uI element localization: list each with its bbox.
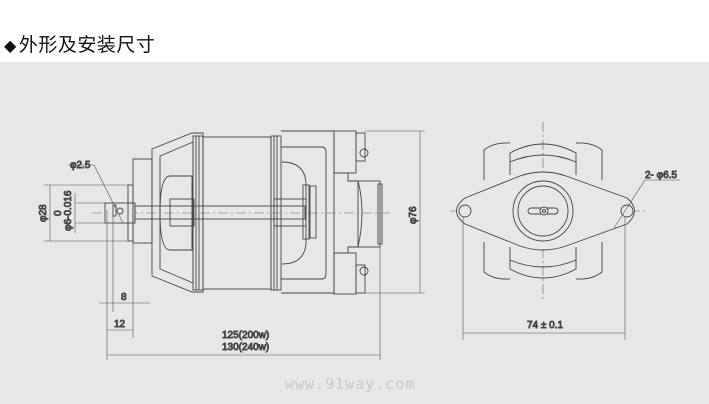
motor-end-view [450, 122, 645, 300]
side-dimensions [44, 130, 425, 360]
dim-hole-label: φ2.5 [70, 160, 91, 171]
dim-body-dia-label: φ76 [408, 206, 419, 224]
dim-length-200w: 125(200w) [222, 330, 269, 341]
section-title-text: 外形及安装尺寸 [18, 34, 156, 56]
dim-flange-dia-label: φ28 [38, 204, 49, 222]
dim-shaft-tol-label: 0 [53, 210, 64, 216]
section-title: ◆外形及安装尺寸 [4, 30, 155, 57]
watermark: www.91way.com [285, 375, 416, 393]
end-dimensions [462, 179, 680, 340]
motor-side-view [92, 130, 392, 295]
dim-length-240w: 130(240w) [222, 342, 269, 353]
dim-holes-label: 2- φ6.5 [645, 170, 677, 181]
dim-8-label: 8 [121, 292, 127, 303]
dim-hole-spacing-label: 74 ± 0.1 [527, 320, 564, 331]
dim-shaft-dia-label: φ6-0.016 [63, 190, 74, 231]
diamond-icon: ◆ [4, 36, 17, 55]
dim-12-label: 12 [114, 319, 126, 330]
